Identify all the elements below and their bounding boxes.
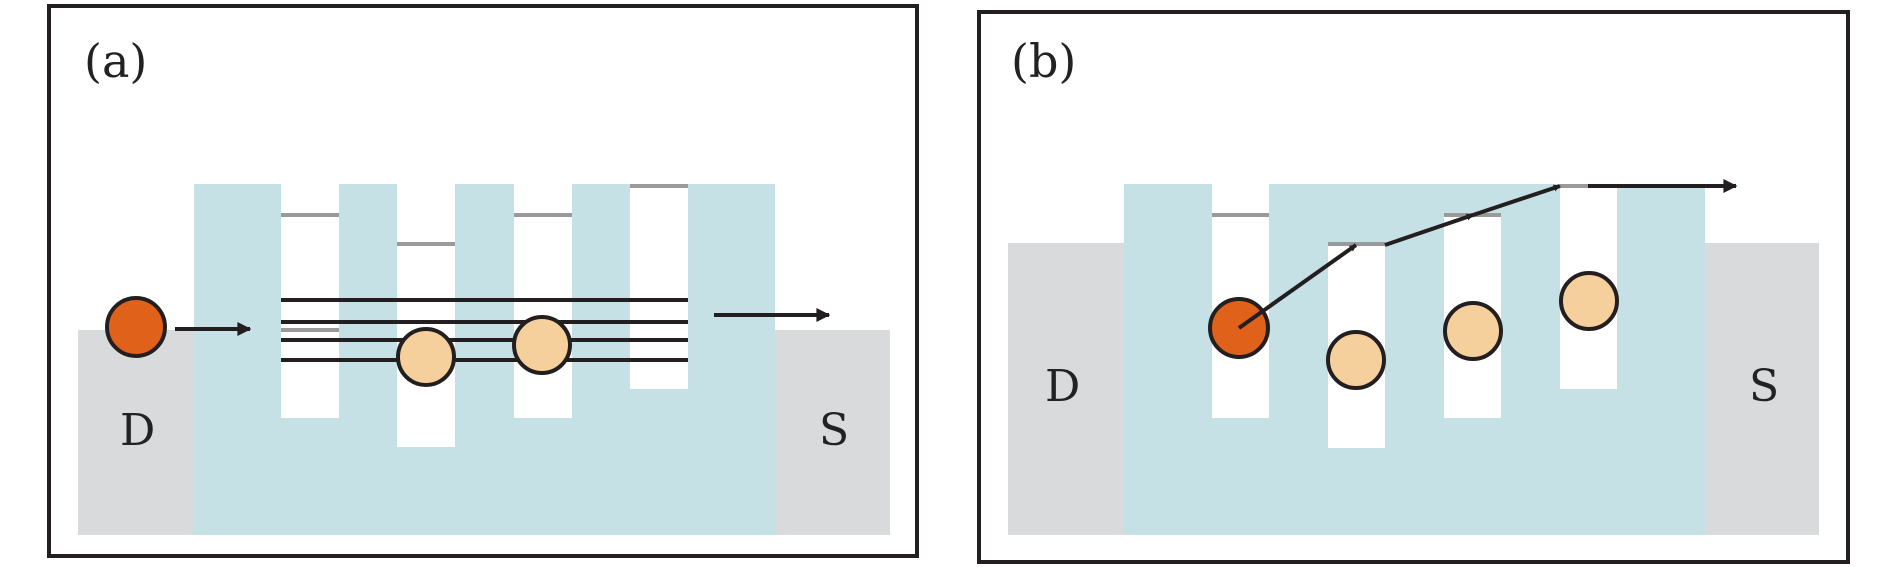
hop-arrow	[1237, 243, 1358, 330]
source-label: S	[819, 405, 849, 456]
drain-label: D	[1045, 361, 1080, 412]
panel-b: (b) D S	[977, 10, 1850, 564]
hop-arrow	[1384, 213, 1474, 247]
panel-label: (b)	[1011, 34, 1076, 88]
source-label: S	[1749, 361, 1779, 412]
localized-state	[1326, 330, 1386, 390]
localized-state	[1443, 301, 1503, 361]
source-electrode	[775, 330, 890, 535]
well-4	[630, 184, 688, 389]
localized-state	[512, 315, 572, 375]
hop-arrow	[1472, 184, 1561, 217]
drain-label: D	[120, 405, 155, 456]
source-electrode	[1705, 243, 1819, 535]
well-2	[397, 184, 455, 447]
panel-a: (a) D S	[47, 4, 919, 558]
drain-electrode	[78, 330, 195, 535]
panel-label: (a)	[84, 34, 147, 88]
localized-state	[1559, 271, 1619, 331]
electron	[105, 296, 167, 358]
localized-state	[396, 327, 456, 387]
drain-electrode	[1008, 243, 1125, 535]
